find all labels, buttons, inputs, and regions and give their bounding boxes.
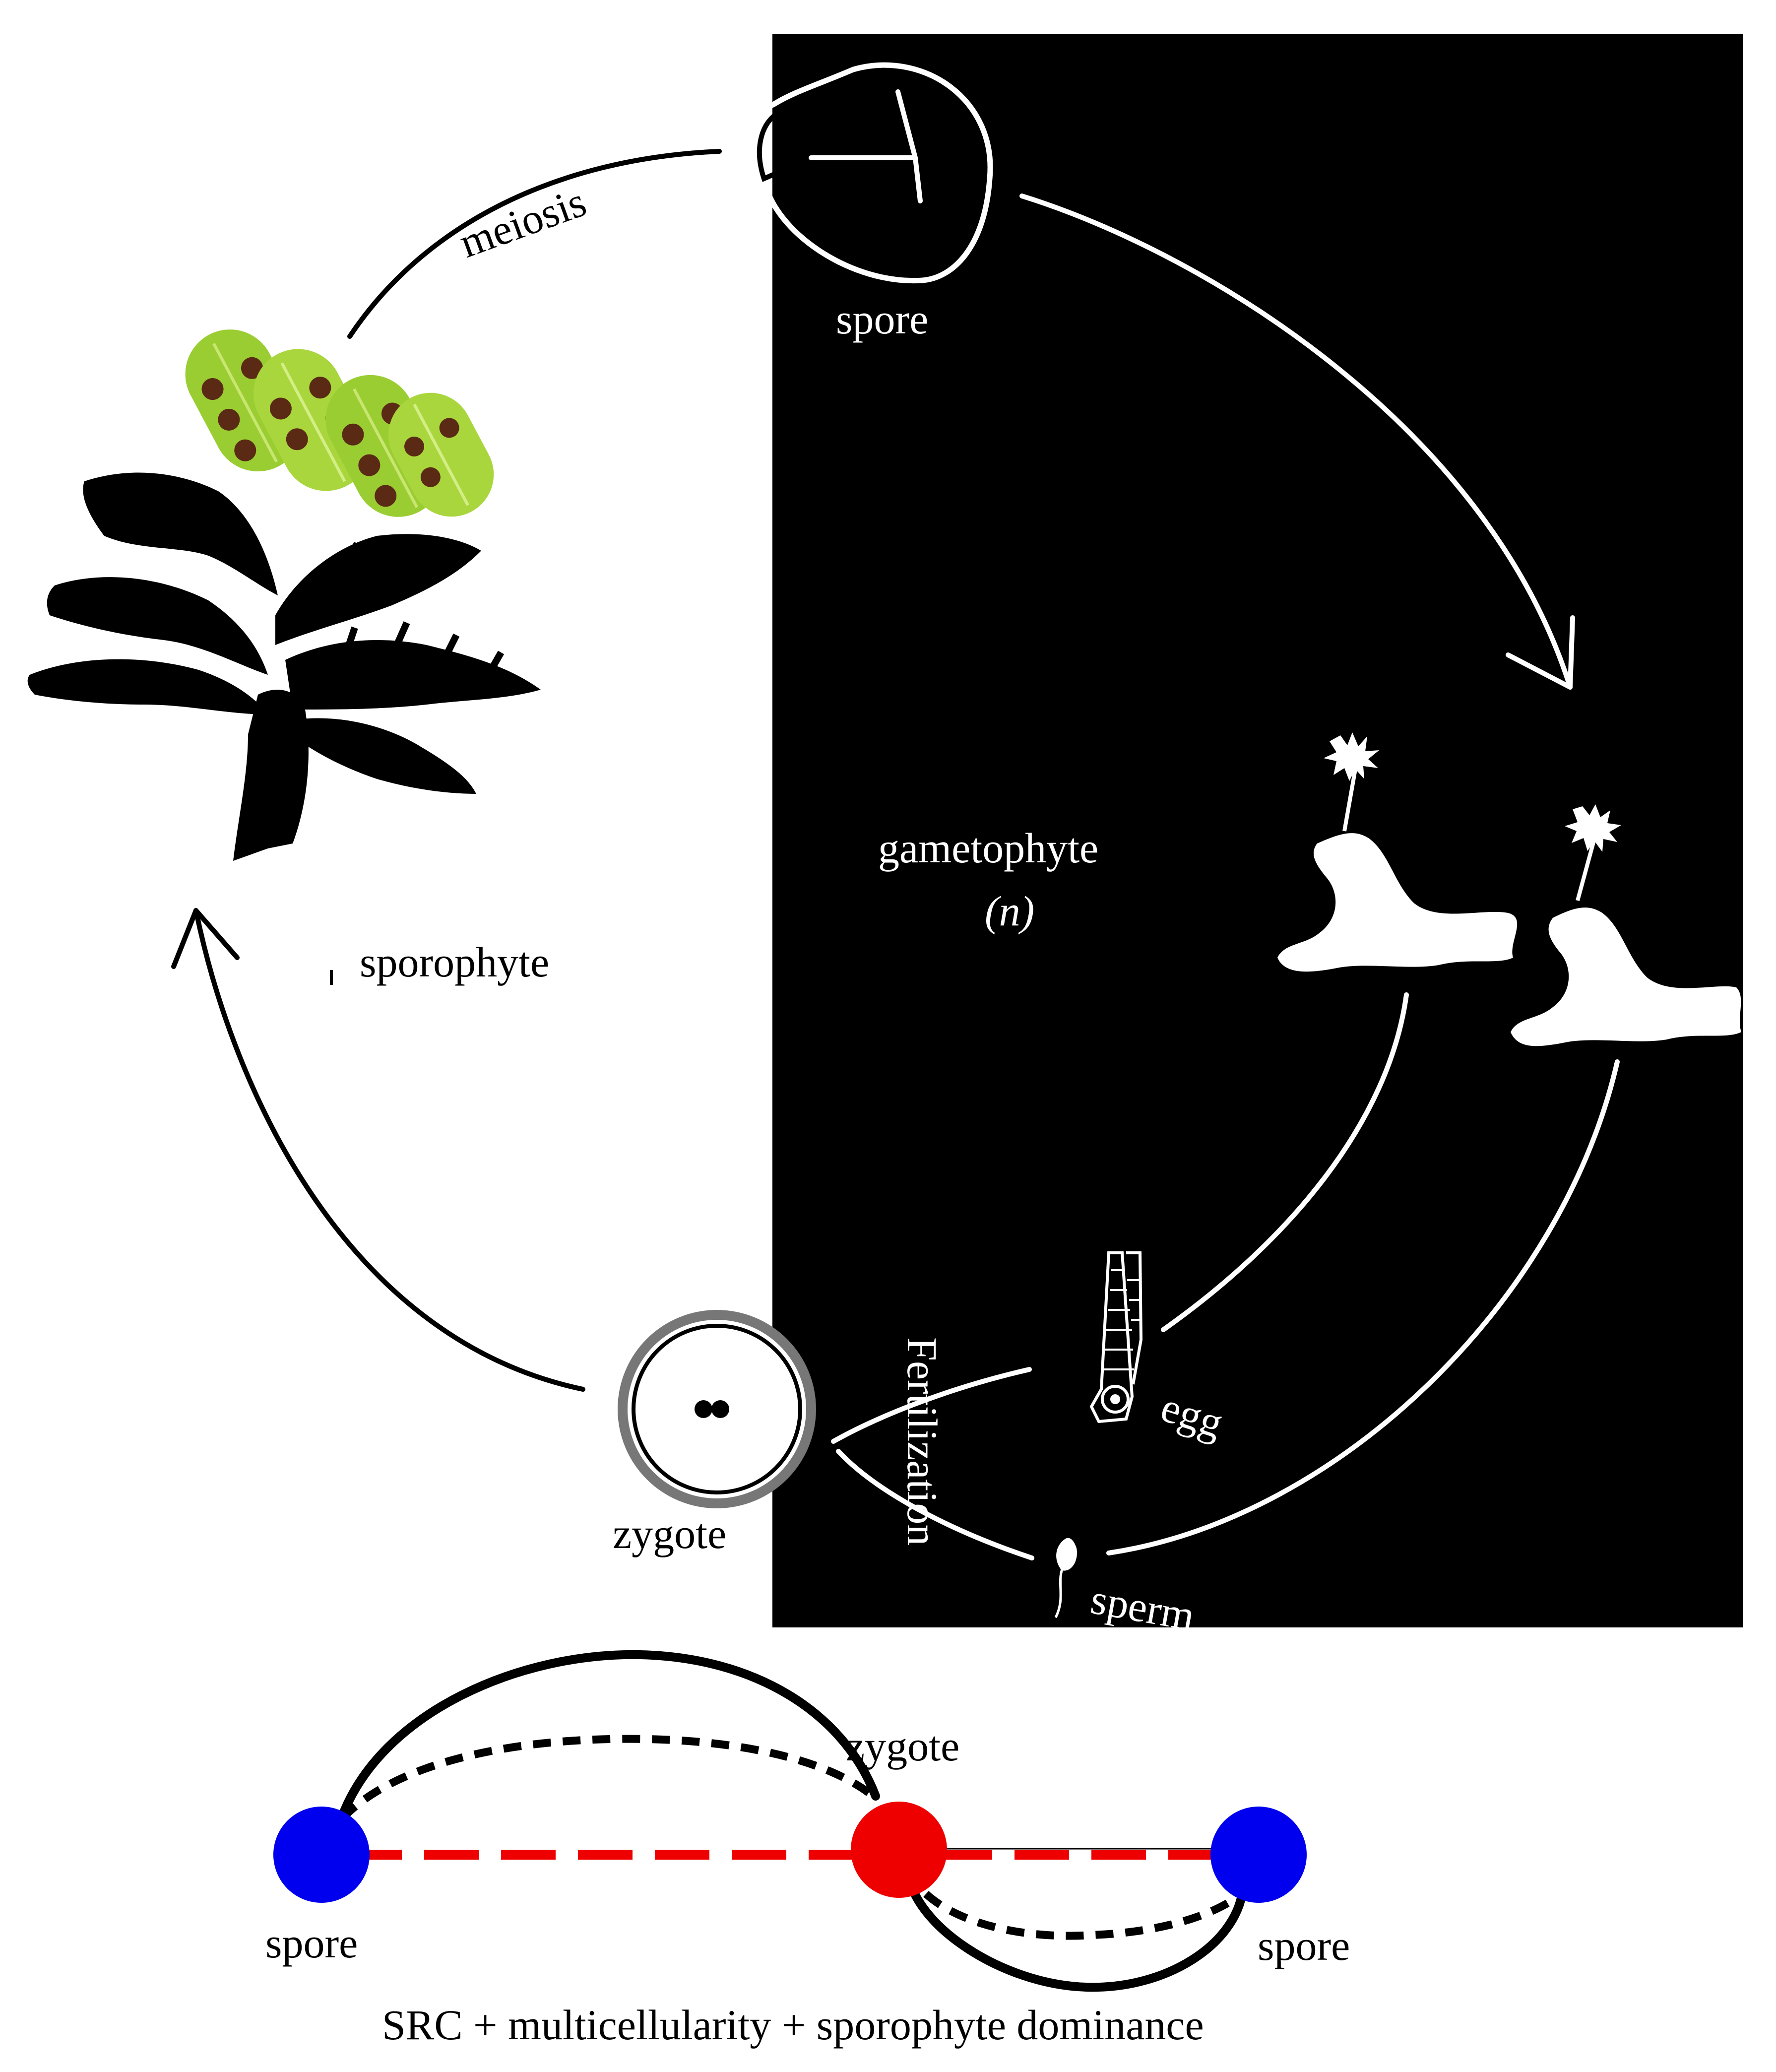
- network-caption: SRC + multicellularity + sporophyte domi…: [382, 2001, 1204, 2049]
- zygote-label: zygote: [613, 1510, 726, 1557]
- gametophyte-label: gametophyte: [878, 824, 1098, 872]
- spore-to-gametophyte-arrowhead: [1506, 615, 1575, 690]
- sperm-illustration: [1054, 1538, 1077, 1619]
- arc-spore-left-to-zygote-solid: [338, 1650, 880, 1820]
- spore-left-label: spore: [265, 1919, 358, 1967]
- spore-node-left: [273, 1807, 370, 1903]
- life-cycle-diagram: meiosis spore gametophyte (n): [27, 34, 1743, 1640]
- zygote-illustration: [618, 1310, 816, 1508]
- zygote-to-sporophyte-arrow: [193, 908, 585, 1392]
- spore-to-gametophyte-arrow: [1019, 194, 1573, 690]
- zygote-node-label: zygote: [846, 1722, 959, 1770]
- ploidy-label: (n): [985, 887, 1034, 935]
- meiosis-arrow: [347, 149, 722, 339]
- gametophyte-to-sperm-line: [1106, 1059, 1620, 1555]
- zygote-to-sporophyte-arrowhead: [171, 908, 240, 969]
- fertile-fronds-photo: [185, 329, 494, 517]
- spore-label: spore: [836, 295, 928, 343]
- sperm-to-zygote-line: [836, 1449, 1034, 1560]
- arc-zygote-to-spore-right-dashed: [904, 1869, 1246, 1940]
- arc-spore-left-to-zygote-dashed: [339, 1735, 876, 1821]
- spore-node-right: [1210, 1807, 1307, 1903]
- sporophyte-label: sporophyte: [360, 938, 549, 986]
- spore-illustration: [755, 62, 993, 284]
- arc-zygote-to-spore-right-solid: [903, 1866, 1247, 1992]
- gametophyte-to-egg-line: [1161, 992, 1409, 1332]
- spore-right-label: spore: [1258, 1922, 1350, 1969]
- meiosis-label: meiosis: [453, 178, 592, 267]
- zygote-node: [851, 1802, 947, 1898]
- fertilization-label: Fertilization: [898, 1337, 946, 1546]
- gametophyte-plant-right: [1511, 804, 1741, 1046]
- gametophyte-plant-left: [1277, 732, 1518, 972]
- sporophyte-tree-fern-silhouette: [27, 472, 541, 861]
- network-diagram: zygote spore spore SRC + multicellularit…: [265, 1650, 1350, 2049]
- egg-to-zygote-line: [831, 1367, 1032, 1444]
- archegonium-egg-illustration: [1089, 1251, 1143, 1424]
